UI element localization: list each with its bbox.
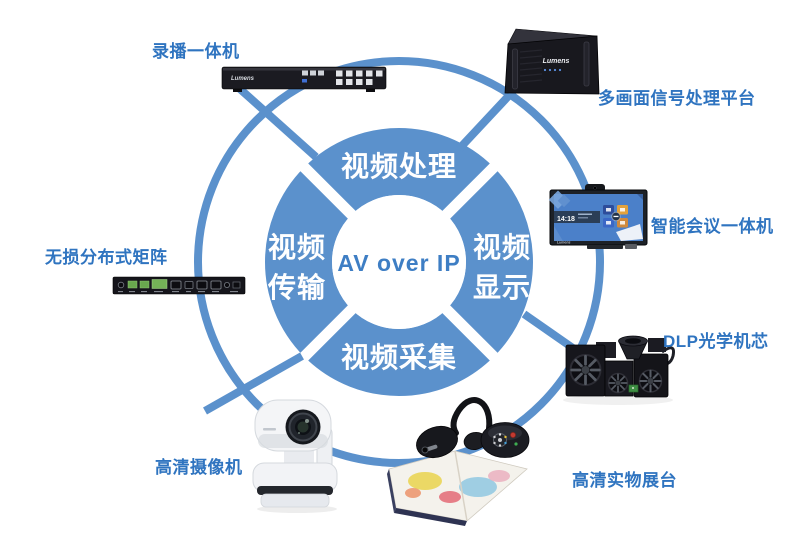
product-label-display: 智能会议一体机 [651, 217, 774, 236]
multiview-vents [519, 49, 543, 83]
power-port-icon [117, 281, 125, 289]
segment-video-display-line2: 显示 [473, 272, 531, 303]
product-label-multiview: 多画面信号处理平台 [598, 89, 756, 108]
segment-video-transport-line1: 视频 [268, 232, 326, 263]
recorder-foot [233, 89, 242, 92]
hdmi-port-icon [170, 280, 182, 290]
record-button-icon [510, 432, 516, 438]
multiview-handle-right [583, 41, 590, 87]
hub-ring [265, 128, 533, 396]
power-led-icon [514, 442, 518, 446]
recorder-top-highlight [223, 68, 385, 71]
matrix-ports [117, 279, 241, 290]
multiview-brand-logo: Lumens [543, 58, 570, 65]
recorder-device-image: Lumens [221, 66, 387, 92]
hub-center-circle [332, 195, 466, 329]
product-label-camera: 高清摄像机 [155, 458, 243, 477]
product-label-matrix: 无损分布式矩阵 [45, 248, 168, 267]
hdmi-port-icon [196, 280, 208, 290]
recorder-usb-led [302, 79, 307, 83]
hdmi-port-icon [210, 280, 222, 290]
multiview-handle-left [512, 48, 518, 90]
visualizer-image [387, 397, 530, 526]
visualizer-base [480, 422, 530, 458]
display-clock: 14:18 [557, 216, 575, 223]
segment-video-processing: 视频处理 [341, 151, 457, 182]
display-taskbar-text-line [578, 217, 588, 219]
display-taskbar-text-line [578, 213, 592, 215]
camera-base-stripe [257, 486, 333, 495]
fan-icon [607, 372, 629, 394]
matrix-device-image [112, 276, 246, 295]
display-brand-logo: Lumens [557, 241, 570, 245]
audio-port-icon [223, 281, 230, 288]
io-port-icon [184, 281, 194, 289]
multiview-status-leds [543, 68, 562, 72]
dlp-engine-image [563, 335, 675, 405]
display-app-icons [603, 205, 628, 228]
multiview-front-face [504, 35, 600, 95]
display-stand-block [625, 244, 637, 249]
connector-recorder [237, 86, 319, 160]
fan-icon [638, 369, 663, 393]
product-label-dlp: DLP光学机芯 [663, 332, 769, 351]
visualizer-lens-icon [421, 446, 429, 454]
segment-video-display-line1: 视频 [473, 232, 531, 263]
io-port-icon [232, 281, 241, 289]
dlp-lens-icon [618, 335, 648, 360]
camera-foot [260, 493, 330, 508]
outer-orbit-ring [194, 57, 604, 467]
multiview-platform-image: Lumens [504, 28, 600, 95]
ptz-camera-image [252, 399, 338, 513]
recorder-port-icons [302, 70, 324, 83]
recorder-brand-logo: Lumens [231, 76, 255, 82]
connector-multiview [456, 85, 519, 152]
connector-camera [203, 352, 304, 415]
product-label-visualizer: 高清实物展台 [572, 471, 677, 490]
recorder-button-grid [336, 70, 383, 85]
camera-lens-icon [285, 409, 321, 445]
terminal-block-icon [139, 280, 150, 289]
fan-icon [569, 354, 602, 386]
display-camera-lens-icon [593, 186, 597, 190]
segment-video-transport-line2: 传输 [267, 271, 326, 303]
recorder-chassis [221, 66, 387, 90]
visualizer-book [387, 450, 528, 526]
dlp-top-block [648, 338, 666, 352]
visualizer-gooseneck [450, 397, 493, 436]
camera-logo-mark [263, 428, 276, 431]
segment-video-capture: 视频采集 [341, 342, 457, 373]
hub-center-label: AV over IP [337, 250, 460, 276]
recorder-foot [366, 89, 375, 92]
dlp-shadow [563, 395, 673, 405]
conference-display-image: 14:18 Lumens [548, 184, 648, 249]
product-label-recorder: 录播一体机 [152, 42, 240, 61]
terminal-block-icon [127, 280, 138, 289]
terminal-block-icon [151, 279, 168, 289]
display-soundbar [587, 245, 623, 249]
matrix-port-microlabels [118, 291, 238, 293]
